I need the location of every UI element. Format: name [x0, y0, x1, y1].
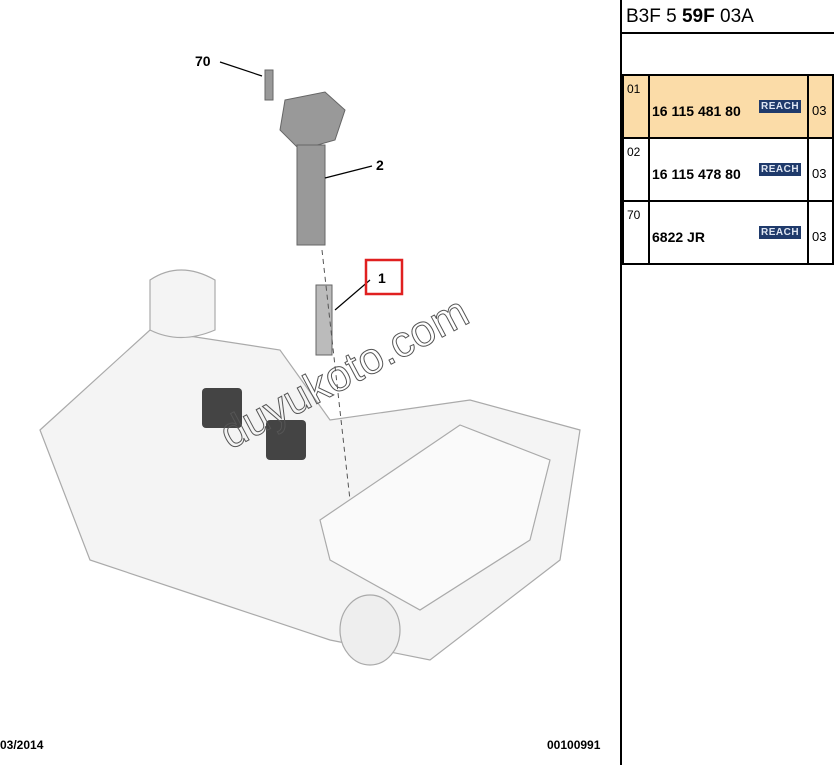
part-row[interactable]: 70 6822 JR REACH 03: [622, 202, 834, 265]
part-reference[interactable]: 16 115 478 80: [652, 166, 741, 182]
part-quantity: 03: [812, 166, 827, 181]
reach-badge: REACH: [759, 226, 802, 239]
ignition-coils-drawing: [202, 388, 306, 460]
part-number-index: 70: [627, 208, 641, 222]
callout-2[interactable]: 2: [376, 157, 384, 173]
leader-lines: [219, 61, 373, 311]
callout-70[interactable]: 70: [195, 53, 211, 69]
part-row[interactable]: 01 16 115 481 80 REACH 03: [622, 76, 834, 139]
reach-badge: REACH: [759, 100, 802, 113]
divider: [620, 0, 622, 765]
parts-diagram: 70 2 1 duyukoto.com: [39, 53, 581, 666]
part-number-index: 02: [627, 145, 641, 159]
part-quantity: 03: [812, 229, 827, 244]
part-reference[interactable]: 6822 JR: [652, 229, 705, 245]
blank-row: [622, 34, 834, 76]
part-quantity: 03: [812, 103, 827, 118]
part-number-index: 01: [627, 82, 641, 96]
diagram-code: 00100991: [547, 738, 601, 752]
parts-panel: B3F 5 59F 03A 01 16 115 481 80 REACH 03 02 16…: [622, 0, 834, 265]
callout-1-highlight: [364, 258, 404, 296]
engine-cover-drawing: [39, 269, 581, 666]
part-reference[interactable]: 16 115 481 80: [652, 103, 741, 119]
reach-badge: REACH: [759, 163, 802, 176]
diagram-date: 03/2014: [0, 738, 44, 752]
callout-1[interactable]: 1: [378, 270, 386, 286]
coil-and-plug-drawing: [264, 69, 351, 501]
part-row[interactable]: 02 16 115 478 80 REACH 03: [622, 139, 834, 202]
panel-title: B3F 5 59F 03A: [622, 0, 834, 34]
